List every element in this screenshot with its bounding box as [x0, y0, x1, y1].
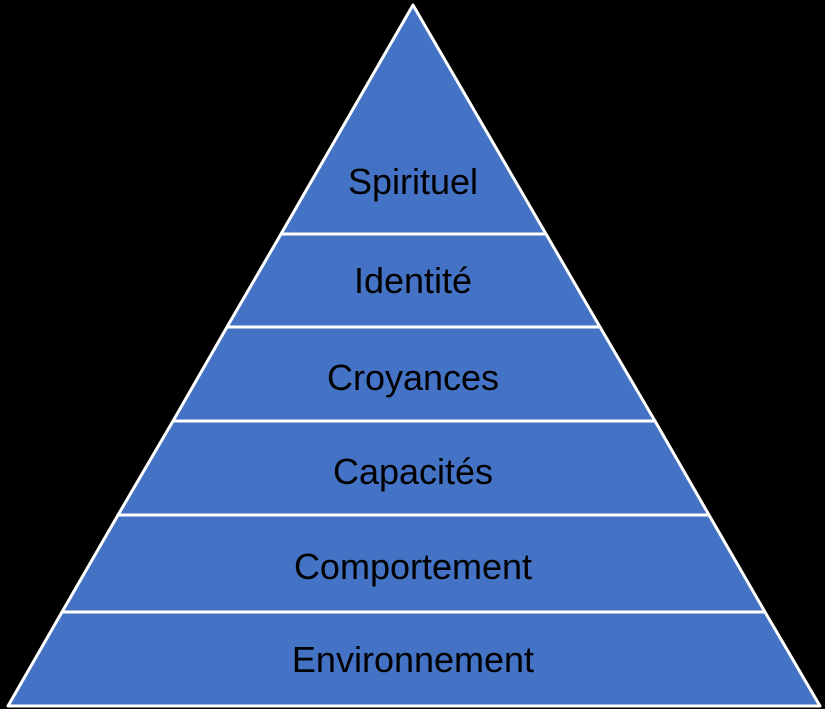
- pyramid-label-spirituel: Spirituel: [348, 161, 478, 202]
- pyramid-label-croyances: Croyances: [327, 357, 499, 398]
- pyramid-label-identite: Identité: [354, 260, 472, 301]
- pyramid-label-comportement: Comportement: [294, 546, 532, 587]
- pyramid-level-environnement: [6, 610, 822, 708]
- pyramid-label-capacites: Capacités: [333, 451, 493, 492]
- pyramid-label-environnement: Environnement: [292, 639, 534, 680]
